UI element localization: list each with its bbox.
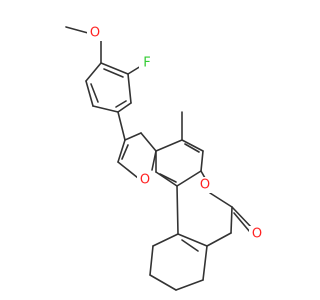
aryl-bond (127, 73, 132, 104)
furan-bond (140, 132, 157, 152)
furan-oxygen-label: O (140, 173, 150, 188)
methoxy-methyl-bond (65, 26, 89, 34)
benzene-bond (155, 139, 183, 152)
fluorine-label: F (143, 56, 150, 71)
lactone-bond (176, 185, 179, 235)
aryl-bond (100, 62, 129, 75)
furan-bond (117, 161, 139, 179)
lactone-ring-oxygen-atom: O (197, 177, 213, 193)
atom-labels: F O O O O (87, 25, 265, 242)
lactone-bond (209, 192, 233, 208)
benzene-bond (181, 139, 204, 152)
aryl-double-bond (115, 100, 127, 108)
carbonyl-oxygen-label: O (252, 227, 262, 242)
aryl-double-bond (103, 68, 124, 78)
benzene-double-bond (159, 173, 177, 183)
cyclohexene-bond (175, 279, 204, 291)
lactone-ring-oxygen-label: O (200, 178, 210, 193)
aryl-bond (92, 105, 119, 113)
cyclohexene-bond (149, 274, 177, 291)
aryl-bond (117, 102, 132, 113)
methoxy-oxygen-label: O (90, 26, 100, 41)
diagram-background (0, 0, 300, 300)
furan-bond (124, 132, 142, 141)
aryl-furan-link-bond (117, 111, 126, 141)
carbon-fluorine-bond (127, 65, 142, 75)
cyclohexene-bond (202, 245, 208, 281)
molecule-diagram: F O O O O (0, 0, 300, 300)
benzene-bond (176, 170, 202, 187)
benzene-double-bond (184, 143, 200, 153)
cyclohexene-bond (149, 245, 154, 276)
lactone-bond (200, 170, 206, 179)
fluorine-atom: F (139, 55, 155, 71)
cyclohexene-double-bond (181, 239, 199, 252)
carbonyl-bond (231, 206, 253, 229)
carbonyl-oxygen-atom: O (249, 226, 265, 242)
bond-lines (65, 26, 253, 291)
furan-bond (117, 139, 126, 163)
carbonyl-double-bond (233, 212, 251, 233)
benzene-bond (200, 150, 204, 172)
cyclohexene-bond (152, 233, 179, 247)
furan-double-bond (121, 144, 129, 160)
methoxy-oxygen-atom: O (87, 25, 103, 41)
aryl-double-bond (90, 83, 99, 103)
lactone-bond (177, 233, 208, 247)
lactone-bond (230, 206, 233, 234)
aryl-bond (85, 62, 102, 82)
aryl-bond (85, 80, 94, 107)
furan-oxygen-atom: O (137, 172, 153, 188)
lactone-bond (206, 232, 232, 247)
